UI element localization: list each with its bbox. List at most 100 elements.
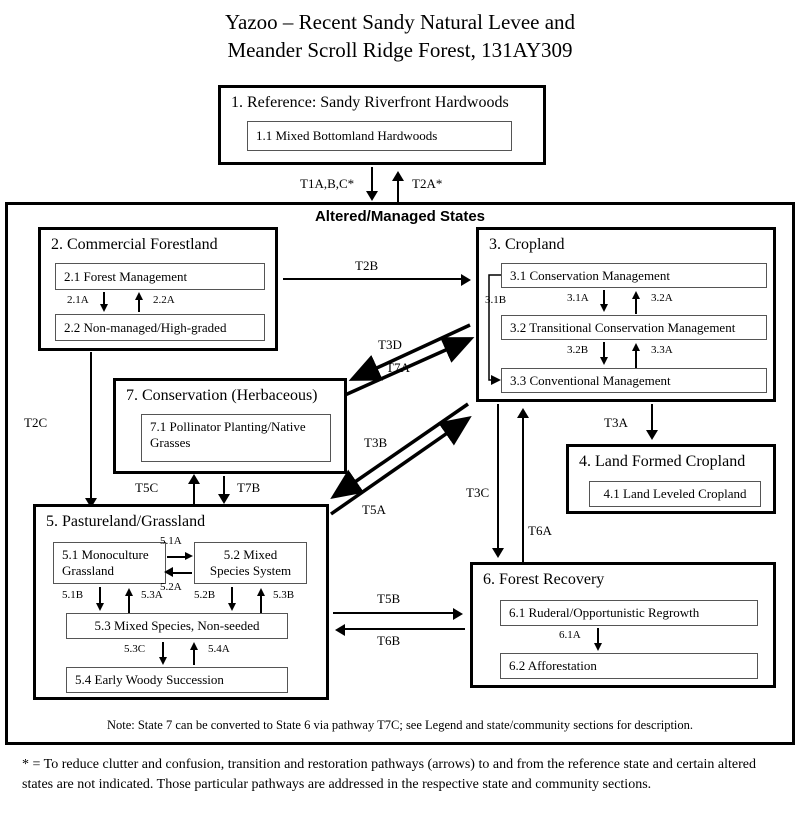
t22a-arrow-shaft	[138, 298, 140, 312]
state-title-5: 5. Pastureland/Grassland	[46, 513, 206, 530]
t5c-arrow-shaft	[193, 482, 195, 504]
t32b-arrowhead	[600, 357, 608, 365]
transition-label-t7b: T7B	[237, 480, 261, 495]
t32b-arrow-shaft	[603, 342, 605, 360]
t51b-arrow-shaft	[99, 587, 101, 606]
transition-label-3-2a: 3.2A	[651, 292, 673, 304]
t6b-arrowhead	[335, 624, 345, 636]
t51b-arrowhead	[96, 603, 104, 611]
t3c-arrowhead	[492, 548, 504, 558]
t6a-arrow-shaft	[522, 415, 524, 562]
t52b-arrowhead	[228, 603, 236, 611]
t53c-arrowhead	[159, 657, 167, 665]
t6a-arrowhead	[517, 408, 529, 418]
t6b-arrow-shaft	[343, 628, 465, 630]
state-title-reference: 1. Reference: Sandy Riverfront Hardwoods	[231, 94, 509, 111]
t2c-arrowhead	[85, 498, 97, 508]
community-box-5-2[interactable]: 5.2 Mixed Species System	[194, 542, 307, 584]
t61a-arrow-shaft	[597, 628, 599, 646]
t5b-arrow-shaft	[333, 612, 455, 614]
t32a-arrowhead	[632, 291, 640, 299]
t33a-arrow-shaft	[635, 350, 637, 368]
t2b-arrow-shaft	[283, 278, 463, 280]
community-box-2-2[interactable]: 2.2 Non-managed/High-graded	[55, 314, 265, 341]
t54a-arrowhead	[190, 642, 198, 650]
community-box-1-1[interactable]: 1.1 Mixed Bottomland Hardwoods	[247, 121, 512, 151]
t51a-arrowhead	[185, 552, 193, 560]
state-box-commercial-forestland[interactable]: 2. Commercial Forestland 2.1 Forest Mana…	[38, 227, 278, 351]
transition-label-t5b: T5B	[377, 591, 401, 606]
t21a-arrowhead	[100, 304, 108, 312]
state-title-2: 2. Commercial Forestland	[51, 236, 218, 253]
t32a-arrow-shaft	[635, 298, 637, 314]
t53c-arrow-shaft	[162, 642, 164, 659]
t1abc-arrowhead	[366, 191, 378, 201]
transition-label-5-1b: 5.1B	[62, 589, 84, 601]
state-box-pastureland-grassland[interactable]: 5. Pastureland/Grassland 5.1 Monoculture…	[33, 504, 329, 700]
community-box-6-2[interactable]: 6.2 Afforestation	[500, 653, 758, 679]
transition-label-5-2a: 5.2A	[160, 581, 182, 593]
transition-label-5-3b: 5.3B	[273, 589, 295, 601]
transition-label-5-3a: 5.3A	[141, 589, 163, 601]
t7b-arrow-shaft	[223, 476, 225, 498]
t54a-arrow-shaft	[193, 648, 195, 665]
community-box-6-1[interactable]: 6.1 Ruderal/Opportunistic Regrowth	[500, 600, 758, 626]
community-box-5-4[interactable]: 5.4 Early Woody Succession	[66, 667, 288, 693]
diagram-footnote: * = To reduce clutter and confusion, tra…	[22, 757, 756, 792]
state-box-reference[interactable]: 1. Reference: Sandy Riverfront Hardwoods…	[218, 85, 546, 165]
community-box-4-1[interactable]: 4.1 Land Leveled Cropland	[589, 481, 761, 507]
transition-label-3-1a: 3.1A	[567, 292, 589, 304]
state-box-cropland[interactable]: 3. Cropland 3.1 Conservation Management …	[476, 227, 776, 402]
state-box-conservation[interactable]: 7. Conservation (Herbaceous) 7.1 Pollina…	[113, 378, 347, 474]
transition-label-t2a: T2A*	[412, 176, 443, 191]
t31a-arrowhead	[600, 304, 608, 312]
t3c-arrow-shaft	[497, 404, 499, 550]
transition-label-t7a: T7A	[386, 360, 410, 375]
t2a-arrowhead	[392, 171, 404, 181]
transition-label-t3c: T3C	[466, 485, 490, 500]
transition-label-5-2b: 5.2B	[194, 589, 216, 601]
altered-managed-states-label: Altered/Managed States	[314, 208, 486, 225]
t52a-arrowhead	[164, 567, 173, 577]
state-box-forest-recovery[interactable]: 6. Forest Recovery 6.1 Ruderal/Opportuni…	[470, 562, 776, 688]
t21a-arrow-shaft	[103, 292, 105, 306]
t5b-arrowhead	[453, 608, 463, 620]
state-box-land-formed-cropland[interactable]: 4. Land Formed Cropland 4.1 Land Leveled…	[566, 444, 776, 514]
transition-label-3-2b: 3.2B	[567, 344, 589, 356]
community-box-2-1[interactable]: 2.1 Forest Management	[55, 263, 265, 290]
title-line-1: Yazoo – Recent Sandy Natural Levee and	[224, 10, 576, 34]
community-box-5-1[interactable]: 5.1 Monoculture Grassland	[53, 542, 166, 584]
transition-label-5-4a: 5.4A	[208, 643, 230, 655]
t53a-arrow-shaft	[128, 594, 130, 613]
t51a-arrow-shaft	[167, 556, 187, 558]
state-title-7: 7. Conservation (Herbaceous)	[126, 387, 318, 404]
transition-label-t3d: T3D	[378, 337, 402, 352]
transition-label-t6b: T6B	[377, 633, 401, 648]
t2b-arrowhead	[461, 274, 471, 286]
diagram-title: Yazoo – Recent Sandy Natural Levee and M…	[0, 8, 800, 64]
transition-label-3-3a: 3.3A	[651, 344, 673, 356]
t33a-arrowhead	[632, 343, 640, 351]
t53b-arrow-shaft	[260, 594, 262, 613]
t7b-arrowhead	[218, 494, 230, 504]
transition-label-2-1a: 2.1A	[67, 294, 89, 306]
t61a-arrowhead	[594, 643, 602, 651]
t52a-arrow-shaft	[172, 572, 192, 574]
community-box-7-1[interactable]: 7.1 Pollinator Planting/Native Grasses	[141, 414, 331, 462]
transition-label-t5c: T5C	[135, 480, 159, 495]
transition-label-t6a: T6A	[528, 523, 552, 538]
community-box-3-3[interactable]: 3.3 Conventional Management	[501, 368, 767, 393]
state-title-4: 4. Land Formed Cropland	[579, 453, 746, 470]
community-box-5-3[interactable]: 5.3 Mixed Species, Non-seeded	[66, 613, 288, 639]
title-line-2: Meander Scroll Ridge Forest, 131AY309	[227, 38, 573, 62]
t5c-arrowhead	[188, 474, 200, 484]
t31a-arrow-shaft	[603, 290, 605, 306]
transition-label-t2c: T2C	[24, 415, 48, 430]
t3a-arrow-shaft	[651, 404, 653, 432]
transition-label-t3a: T3A	[604, 415, 628, 430]
community-box-3-1[interactable]: 3.1 Conservation Management	[501, 263, 767, 288]
state-title-6: 6. Forest Recovery	[483, 571, 605, 588]
transition-label-2-2a: 2.2A	[153, 294, 175, 306]
community-box-3-2[interactable]: 3.2 Transitional Conservation Management	[501, 315, 767, 340]
t2c-arrow-shaft	[90, 352, 92, 502]
